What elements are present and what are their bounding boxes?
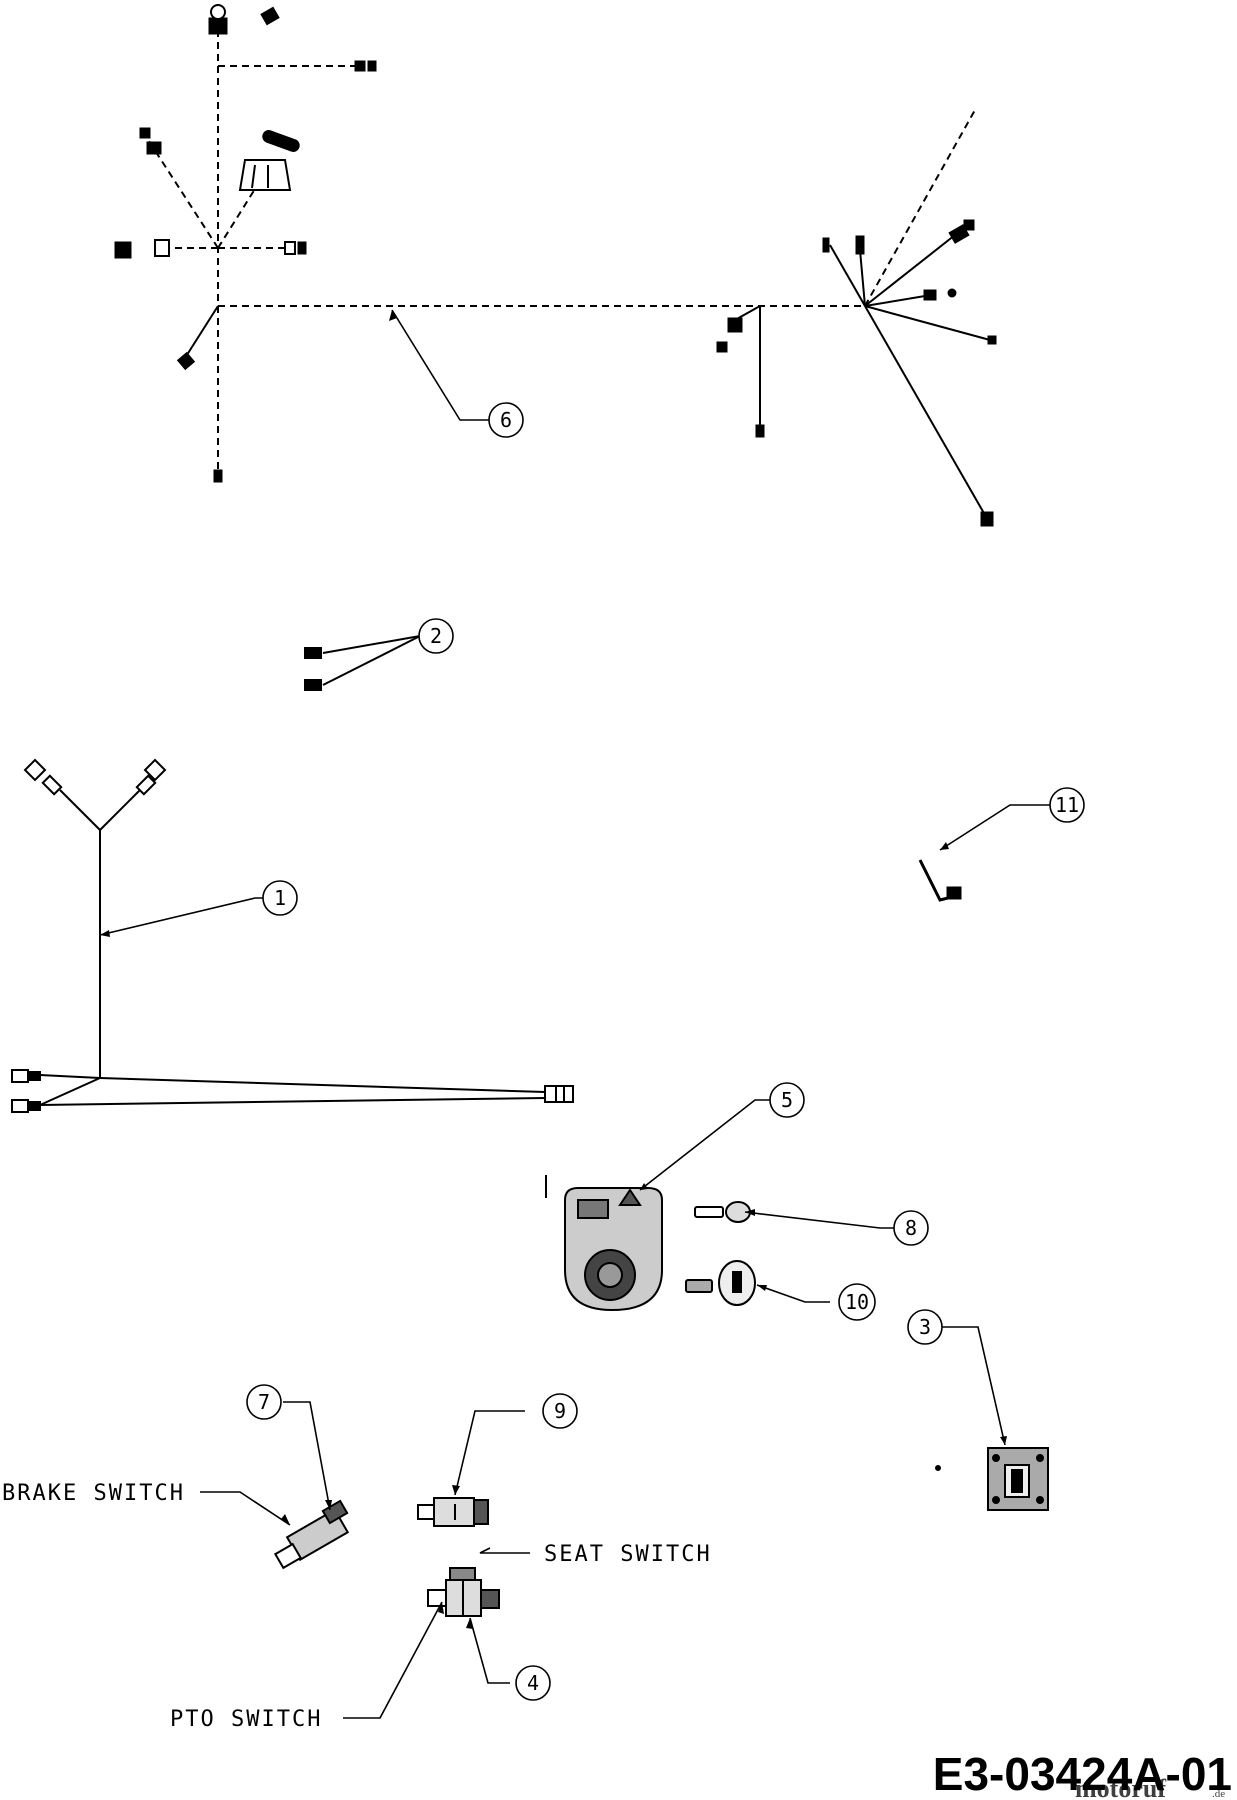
- callout-label-1: 1: [274, 886, 286, 910]
- ignition-switch-part-5: [545, 1175, 663, 1312]
- watermark-text: motoruf: [1075, 1774, 1166, 1800]
- seat-switch-label: SEAT SWITCH: [544, 1542, 712, 1567]
- watermark-suffix: .de: [1212, 1788, 1225, 1800]
- callout-label-11: 11: [1055, 793, 1079, 817]
- callout-3: 3: [907, 1309, 943, 1345]
- callout-label-2: 2: [430, 624, 442, 648]
- pto-switch-part-4: [427, 1567, 500, 1617]
- small-wire-harness: [11, 758, 574, 1113]
- callout-9: 9: [542, 1393, 578, 1429]
- callout-4: 4: [515, 1665, 551, 1701]
- callout-5: 5: [769, 1082, 805, 1118]
- callout-1: 1: [262, 880, 298, 916]
- brake-switch-label: BRAKE SWITCH: [2, 1481, 185, 1506]
- callout-6: 6: [488, 402, 524, 438]
- callout-label-6: 6: [500, 408, 512, 432]
- main-wire-harness: [144, 30, 991, 516]
- screws-part-2: [304, 635, 421, 691]
- callout-2: 2: [418, 618, 454, 654]
- callout-10: 10: [838, 1283, 876, 1321]
- pto-switch-label: PTO SWITCH: [170, 1707, 322, 1732]
- harness-connectors: [114, 4, 997, 527]
- callout-label-9: 9: [554, 1399, 566, 1423]
- seat-switch-part-9: [417, 1497, 489, 1527]
- callout-label-7: 7: [258, 1390, 270, 1414]
- key-part-8: [694, 1201, 751, 1223]
- module-part-3: [935, 1447, 1049, 1511]
- brake-switch-part-7: [273, 1499, 350, 1570]
- callout-label-5: 5: [781, 1088, 793, 1112]
- callout-11: 11: [1049, 787, 1085, 823]
- callout-8: 8: [893, 1210, 929, 1246]
- key-part-10: [685, 1260, 756, 1306]
- callout-label-4: 4: [527, 1671, 539, 1695]
- callout-7: 7: [246, 1384, 282, 1420]
- callout-label-10: 10: [845, 1290, 869, 1314]
- callout-label-8: 8: [905, 1216, 917, 1240]
- leader-arrowheads: [100, 310, 1007, 1629]
- callout-label-3: 3: [919, 1315, 931, 1339]
- drawing-code: E3-03424A-01: [933, 1748, 1232, 1800]
- clip-part-11: [918, 859, 962, 902]
- leader-lines: [99, 309, 1050, 1719]
